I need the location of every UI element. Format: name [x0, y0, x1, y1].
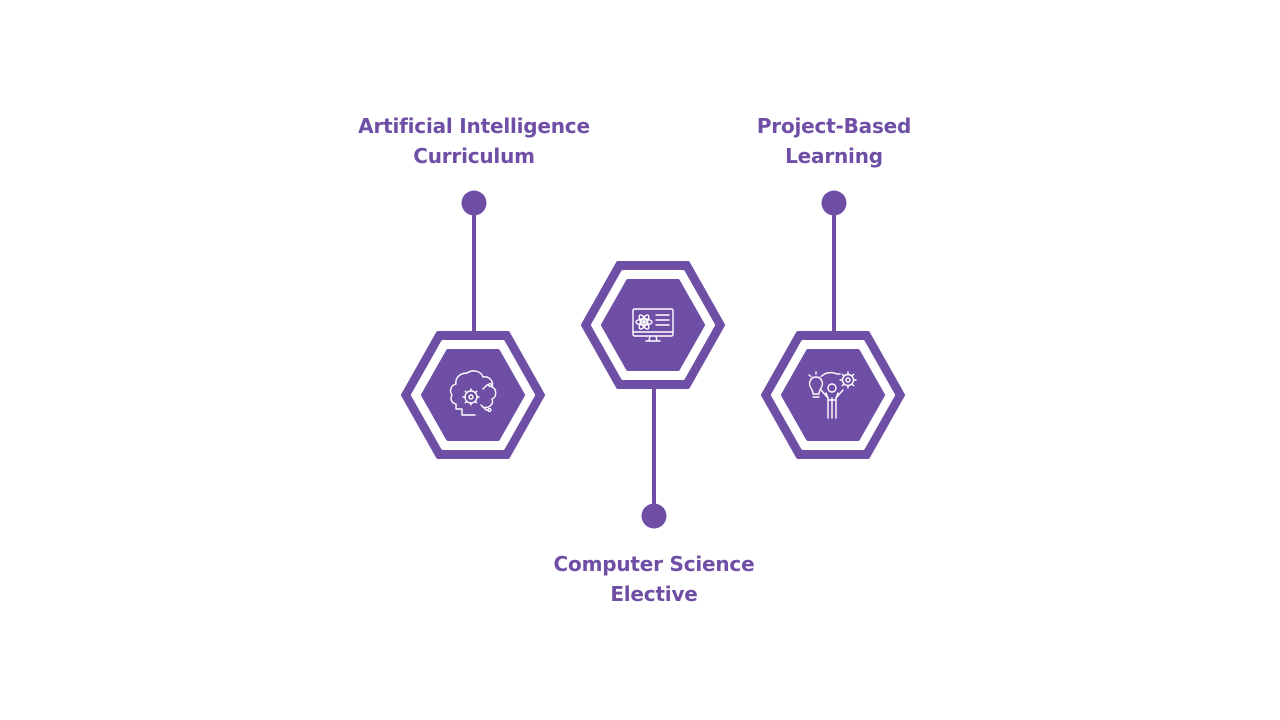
label-ai-line-2: Curriculum — [413, 144, 535, 168]
label-cs-line-1: Computer Science — [553, 552, 755, 576]
label-pbl: Project-Based Learning — [704, 111, 964, 171]
connector-dot-ai — [461, 190, 487, 216]
label-ai: Artificial Intelligence Curriculum — [344, 111, 604, 171]
label-cs-line-2: Elective — [610, 582, 698, 606]
hexagon-ai — [401, 331, 545, 459]
hexagon-cs — [581, 261, 725, 389]
label-cs: Computer Science Elective — [524, 549, 784, 609]
label-ai-line-1: Artificial Intelligence — [358, 114, 590, 138]
hexagon-pbl — [761, 331, 905, 459]
brain-gear-icon — [449, 370, 497, 416]
connector-dot-pbl — [821, 190, 847, 216]
label-pbl-line-2: Learning — [785, 144, 883, 168]
connector-dot-cs — [641, 503, 667, 529]
person-idea-gear-icon — [808, 371, 857, 419]
label-pbl-line-1: Project-Based — [756, 114, 912, 138]
atom-monitor-icon — [632, 308, 674, 342]
